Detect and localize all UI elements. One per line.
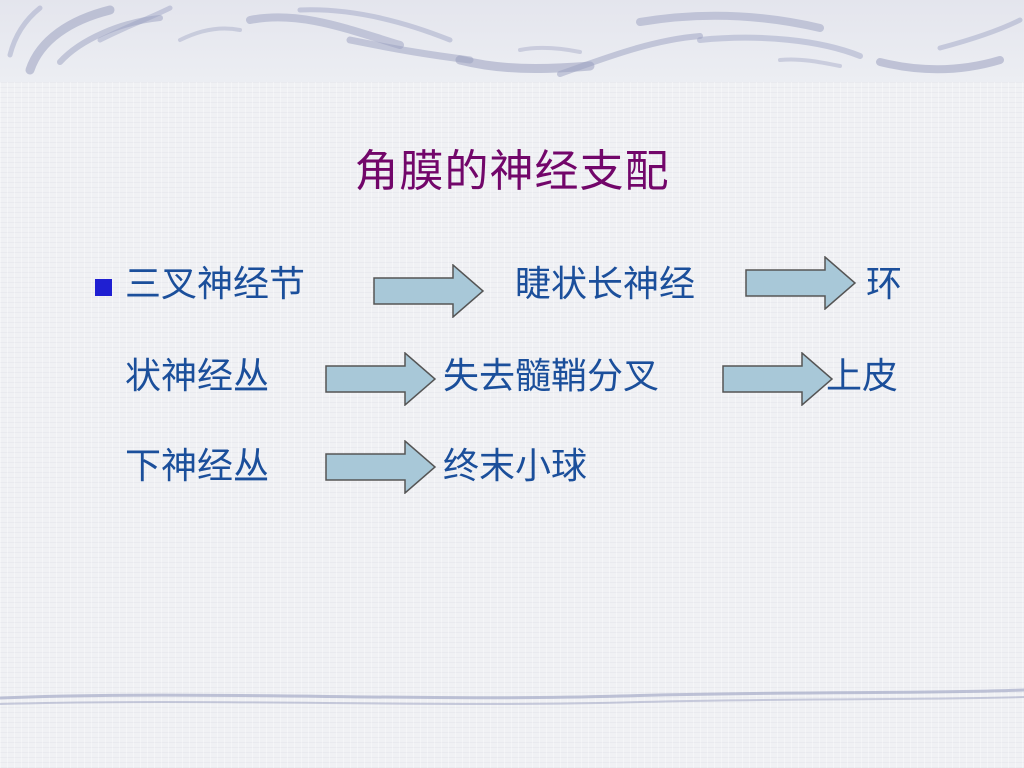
text-subepithelial-plexus: 下神经丛 bbox=[125, 446, 270, 487]
text-ring-plexus: 状神经丛 bbox=[125, 356, 270, 397]
slide-title: 角膜的神经支配 bbox=[354, 146, 670, 197]
text-epithelium-part1: 上皮 bbox=[826, 356, 899, 397]
right-arrow-icon bbox=[325, 440, 437, 494]
right-arrow-icon bbox=[745, 256, 857, 310]
text-long-ciliary-nerve: 睫状长神经 bbox=[515, 264, 696, 305]
decorative-bottom-band bbox=[0, 680, 1024, 720]
text-ring-part1: 环 bbox=[866, 264, 903, 305]
decorative-top-band bbox=[0, 0, 1024, 82]
text-lose-myelin-branch: 失去髓鞘分叉 bbox=[443, 356, 660, 397]
wave-pattern-top bbox=[7, 5, 1023, 77]
wave-pattern-bottom bbox=[0, 688, 1024, 705]
right-arrow-icon bbox=[325, 352, 437, 406]
square-bullet-icon bbox=[95, 279, 112, 296]
text-trigeminal-ganglion: 三叉神经节 bbox=[125, 264, 306, 305]
right-arrow-icon bbox=[373, 264, 485, 318]
right-arrow-icon bbox=[722, 352, 834, 406]
text-terminal-bulb: 终末小球 bbox=[443, 446, 588, 487]
